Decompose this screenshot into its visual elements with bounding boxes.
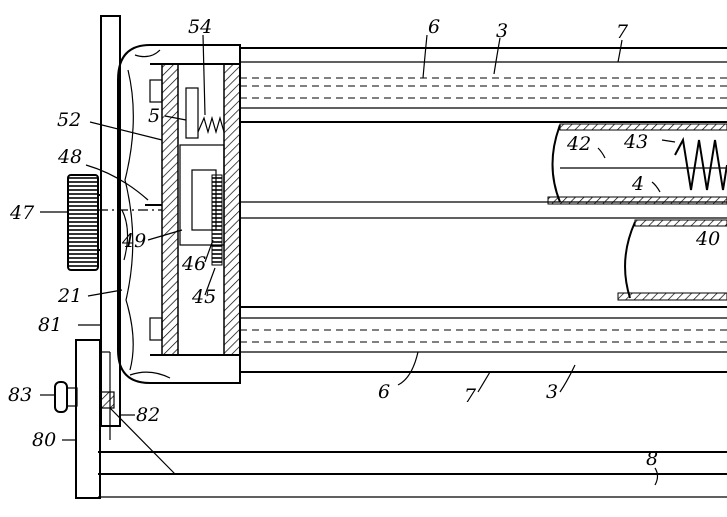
label-49: 49 [121, 230, 146, 252]
base-plate [98, 407, 727, 498]
label-48: 48 [57, 146, 82, 168]
label-21: 21 [57, 285, 82, 307]
inner-tube-bottom [617, 219, 727, 301]
end-plate [150, 63, 241, 356]
thumbscrew [54, 381, 115, 413]
label-8: 8 [646, 448, 658, 470]
label-52: 52 [57, 109, 81, 131]
upper-tube [149, 47, 727, 123]
label-6-top: 6 [428, 16, 440, 38]
label-5: 5 [148, 105, 160, 127]
label-82: 82 [136, 404, 160, 426]
label-4: 4 [631, 173, 644, 195]
label-80: 80 [32, 429, 56, 451]
wooden-roller [117, 44, 241, 384]
upright-plate [100, 15, 121, 427]
label-7-bottom: 7 [464, 385, 477, 407]
lower-tube [149, 306, 727, 373]
label-40: 40 [695, 228, 720, 250]
label-43: 43 [623, 131, 648, 153]
label-47: 47 [9, 202, 35, 224]
label-3-bottom: 3 [546, 381, 558, 403]
reference-labels: 54 6 3 7 52 5 42 43 48 4 47 49 46 40 21 … [8, 16, 720, 470]
leader-lines [40, 34, 676, 486]
label-46: 46 [181, 253, 206, 275]
label-3-top: 3 [496, 20, 508, 42]
knob [67, 174, 101, 271]
label-45: 45 [191, 286, 216, 308]
label-81: 81 [38, 314, 62, 336]
label-7-top: 7 [616, 21, 629, 43]
label-42: 42 [566, 133, 591, 155]
label-54: 54 [188, 16, 212, 38]
label-83: 83 [8, 384, 32, 406]
gear-mechanism [145, 87, 225, 266]
inner-tube-top [547, 123, 727, 205]
label-6-bottom: 6 [378, 381, 390, 403]
